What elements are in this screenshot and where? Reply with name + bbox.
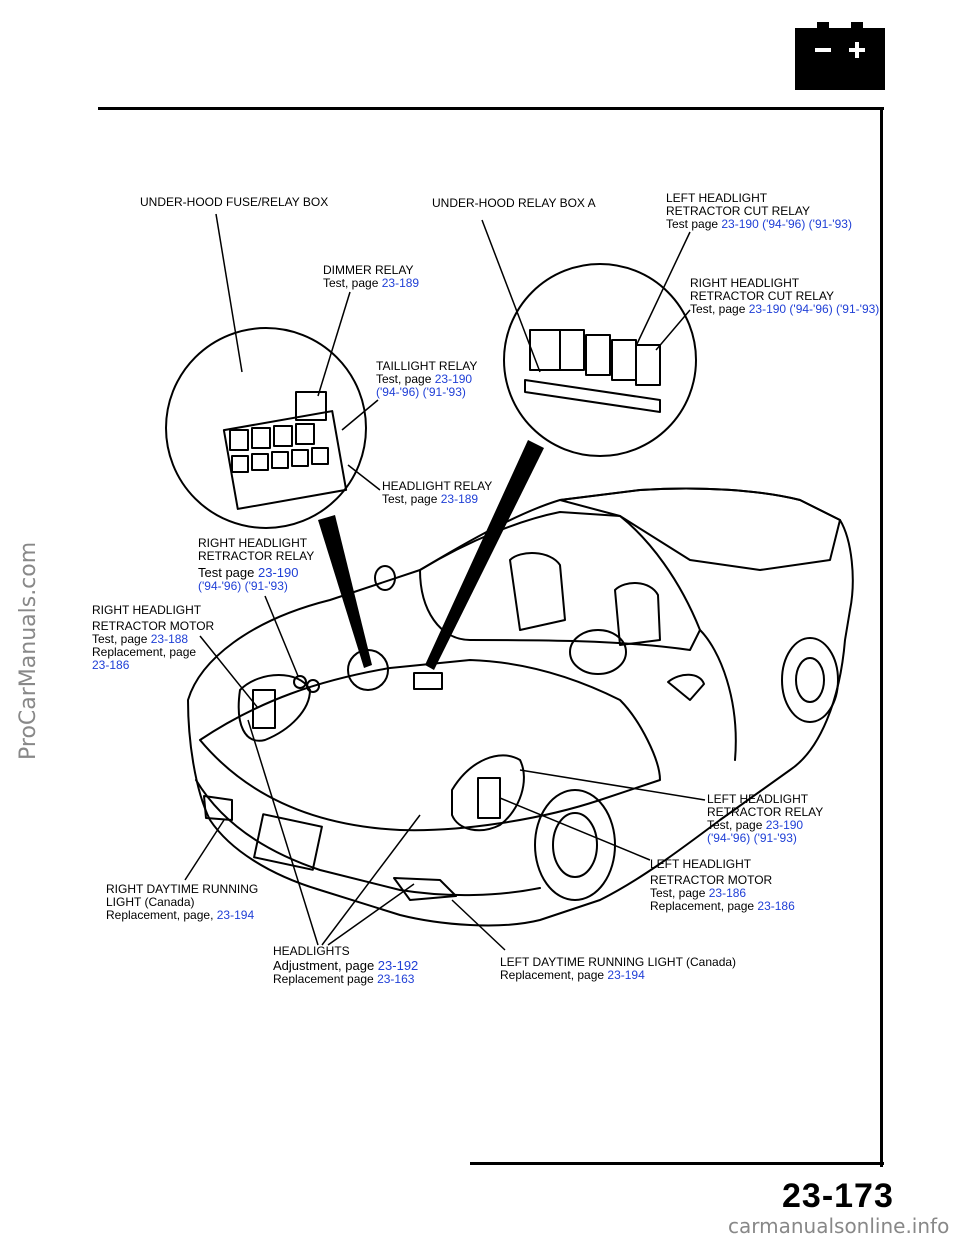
right-drl — [203, 795, 233, 821]
label-left-retractor-relay: LEFT HEADLIGHT RETRACTOR RELAY Test, pag… — [707, 792, 824, 845]
fuse-box-detail-circle — [165, 327, 367, 529]
front-wheel — [534, 789, 616, 901]
label-headlight-relay: HEADLIGHT RELAY Test, page 23-189 — [382, 479, 493, 506]
relay-box-detail-circle — [503, 263, 697, 457]
watermark-bottom: carmanualsonline.info — [728, 1214, 950, 1238]
mirror-left — [374, 565, 396, 591]
frame-top-line — [98, 107, 884, 110]
left-retractor-motor-part — [477, 777, 501, 819]
left-drl — [393, 877, 457, 901]
battery-icon — [795, 22, 885, 90]
label-headlights: HEADLIGHTS Adjustment, page 23-192 Repla… — [273, 944, 419, 986]
link-left-drl[interactable]: 23-194 — [607, 968, 645, 982]
label-left-retractor-motor: LEFT HEADLIGHT RETRACTOR MOTOR Test, pag… — [650, 857, 795, 913]
label-underhood-fuse-relay-box: UNDER-HOOD FUSE/RELAY BOX — [140, 195, 329, 209]
link-taillight-relay[interactable]: 23-190 — [434, 372, 473, 386]
label-underhood-relay-box-a: UNDER-HOOD RELAY BOX A — [432, 196, 596, 210]
label-right-retractor-motor: RIGHT HEADLIGHT RETRACTOR MOTOR Test, pa… — [92, 603, 215, 672]
label-taillight-relay: TAILLIGHT RELAY Test, page 23-190 ('94-'… — [376, 359, 478, 399]
link-headlights-adjust[interactable]: 23-192 — [377, 958, 419, 973]
rear-wheel — [781, 637, 839, 723]
link-right-retractor-relay[interactable]: 23-190 — [258, 565, 299, 580]
link-right-retractor-motor-test[interactable]: 23-188 — [150, 632, 189, 646]
right-headlight-pod — [237, 674, 311, 742]
link-headlights-replace[interactable]: 23-163 — [377, 972, 415, 986]
label-right-retractor-relay: RIGHT HEADLIGHT RETRACTOR RELAY Test pag… — [198, 536, 315, 593]
link-right-retractor-motor-replace[interactable]: 23-186 — [92, 658, 130, 672]
license-plate — [253, 813, 323, 871]
page-number: 23-173 — [782, 1177, 894, 1215]
frame-bottom-line — [470, 1162, 884, 1165]
car-windshield — [419, 511, 701, 651]
pointer-wedge-fuse — [318, 515, 372, 668]
label-dimmer-relay: DIMMER RELAY Test, page 23-189 — [323, 263, 420, 290]
link-left-retractor-motor-replace[interactable]: 23-186 — [757, 899, 795, 913]
link-right-drl[interactable]: 23-194 — [216, 908, 255, 922]
label-right-retractor-cut-relay: RIGHT HEADLIGHT RETRACTOR CUT RELAY Test… — [690, 276, 880, 316]
label-left-drl: LEFT DAYTIME RUNNING LIGHT (Canada) Repl… — [500, 955, 737, 982]
label-right-drl: RIGHT DAYTIME RUNNING LIGHT (Canada) Rep… — [106, 882, 259, 922]
link-headlight-relay[interactable]: 23-189 — [440, 492, 479, 506]
frame-right-line — [880, 107, 883, 1167]
watermark-side: ProCarManuals.com — [16, 541, 41, 760]
left-headlight-pod — [451, 754, 525, 832]
car-hood — [199, 659, 661, 832]
link-left-retractor-motor-test[interactable]: 23-186 — [708, 886, 747, 900]
relay-box-a-small — [413, 672, 443, 690]
car-seat-right — [614, 582, 661, 646]
right-retractor-relay-part — [293, 675, 307, 689]
link-dimmer-relay[interactable]: 23-189 — [381, 276, 420, 290]
link-left-retractor-relay[interactable]: 23-190 — [765, 818, 804, 832]
link-right-retractor-cut[interactable]: 23-190 ('94-'96) ('91-'93) — [748, 302, 880, 316]
mirror-right — [667, 673, 705, 701]
car-bumper — [195, 779, 541, 897]
car-seat-left — [509, 552, 566, 631]
car-door — [699, 629, 737, 761]
car-roof — [559, 487, 841, 571]
link-left-retractor-cut[interactable]: 23-190 ('94-'96) ('91-'93) — [721, 217, 852, 231]
right-retractor-motor-part — [252, 689, 276, 729]
label-left-retractor-cut-relay: LEFT HEADLIGHT RETRACTOR CUT RELAY Test … — [666, 191, 852, 231]
steering-wheel — [569, 629, 627, 675]
pointer-wedge-relay — [425, 440, 544, 670]
